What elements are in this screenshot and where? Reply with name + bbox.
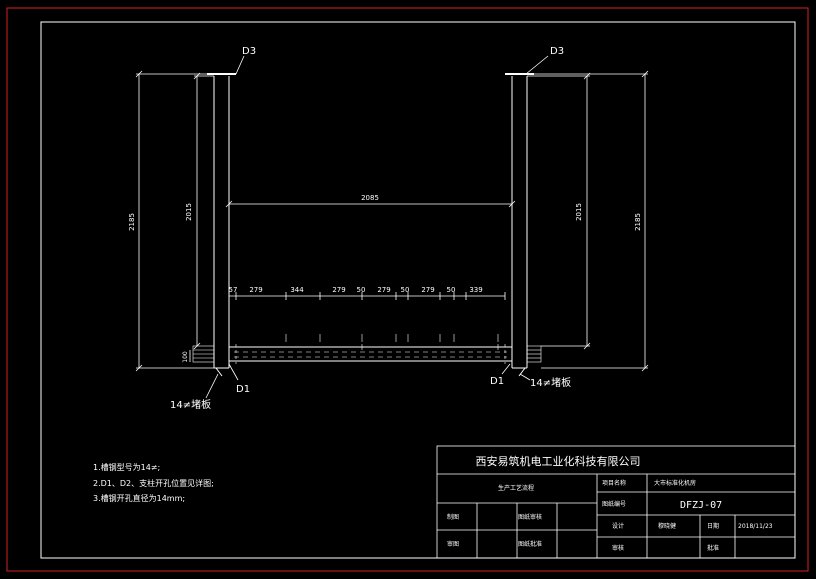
title-reviewer-label: 图纸审核 [518, 513, 542, 521]
label-d1-left: D1 [236, 384, 250, 395]
dim-left-inner-label: 2015 [185, 203, 193, 221]
title-project-value: 大市标准化机房 [654, 479, 696, 487]
right-column [505, 73, 534, 377]
title-drafter-label: 制图 [447, 513, 459, 521]
right-end-plate [526, 345, 542, 363]
seg-label-8: 50 [447, 286, 456, 294]
seg-label-1: 279 [249, 286, 262, 294]
title-check-label: 审核 [612, 544, 624, 552]
dim-left-outer-label: 2185 [128, 213, 136, 231]
leader-d3-right [525, 55, 549, 75]
leader-plate-left [205, 373, 219, 399]
note-3: 3.槽钢开孔直径为14mm; [93, 493, 185, 503]
leader-d3-left [235, 55, 245, 75]
title-block [436, 445, 796, 559]
dim-span [225, 200, 516, 208]
inner-frame [40, 21, 796, 559]
title-process-label: 审图 [447, 540, 459, 548]
dim-span-label: 2085 [361, 194, 379, 202]
label-d3-left: D3 [242, 46, 256, 57]
seg-label-7: 279 [421, 286, 434, 294]
seg-label-3: 279 [332, 286, 345, 294]
seg-label-9: 339 [469, 286, 482, 294]
title-approve-label: 批准 [707, 544, 719, 552]
dim-left-inner [193, 72, 214, 350]
leader-plate-right [519, 373, 531, 381]
seg-label-0: 57 [229, 286, 238, 294]
dim-left-outer [135, 70, 214, 372]
outer-frame [6, 7, 809, 572]
dim-right-outer [534, 70, 649, 372]
seg-label-6: 50 [401, 286, 410, 294]
title-drawing-type: 生产工艺流程 [498, 484, 534, 492]
seg-label-4: 50 [357, 286, 366, 294]
title-project-label: 项目名称 [602, 479, 626, 487]
title-design-value: 穆晓健 [658, 522, 676, 530]
left-column [207, 73, 236, 377]
title-design-label: 设计 [612, 522, 624, 530]
title-date-value: 2018/11/23 [738, 523, 773, 530]
base-beam [229, 334, 512, 364]
seg-label-2: 344 [290, 286, 304, 294]
dim-small-vertical-label: 100 [182, 351, 189, 363]
dim-segments [228, 292, 506, 300]
seg-label-5: 279 [377, 286, 390, 294]
dim-right-outer-label: 2185 [634, 213, 642, 231]
leader-d1-right [501, 363, 511, 375]
note-2: 2.D1、D2、支柱开孔位置见详图; [93, 478, 214, 488]
leader-d1-left [228, 363, 239, 381]
title-approval-label: 图纸批准 [518, 540, 542, 548]
dim-right-inner-label: 2015 [575, 203, 583, 221]
title-date-label: 日期 [707, 522, 719, 530]
label-plate-left: 14≠堵板 [170, 398, 211, 411]
title-company: 西安易筑机电工业化科技有限公司 [476, 454, 641, 468]
label-plate-right: 14≠堵板 [530, 376, 571, 389]
label-d3-right: D3 [550, 46, 564, 57]
title-drawing-no-label: 图纸编号 [602, 500, 626, 508]
title-drawing-no-value: DFZJ-07 [680, 500, 722, 511]
left-end-plate [192, 345, 215, 363]
label-d1-right: D1 [490, 376, 504, 387]
note-1: 1.槽钢型号为14≠; [93, 462, 160, 472]
